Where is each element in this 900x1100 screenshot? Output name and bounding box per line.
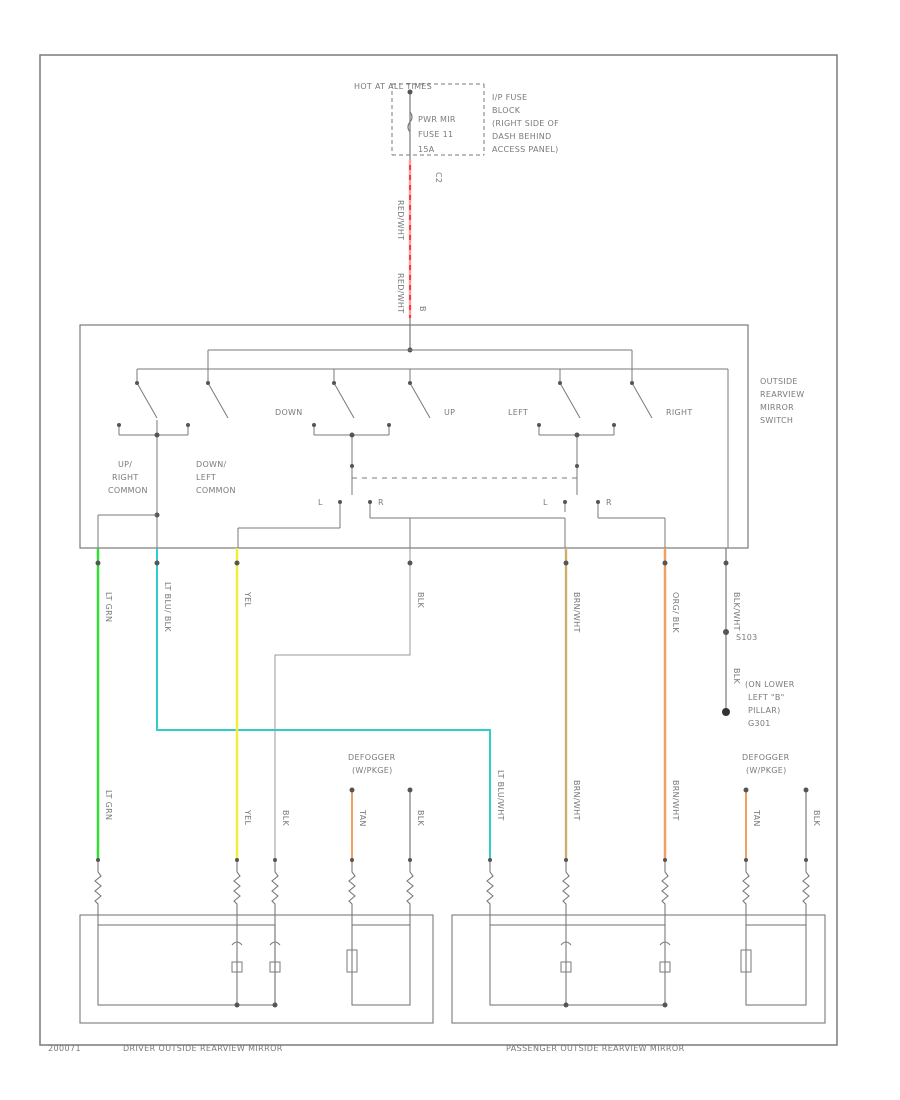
defogger-pass-2: (W/PKGE) bbox=[746, 766, 787, 775]
switch-left-label: LEFT bbox=[508, 408, 528, 417]
connector-pin-dot bbox=[96, 858, 100, 862]
connector-pin-dot bbox=[350, 858, 354, 862]
connector-pin-dot bbox=[804, 858, 808, 862]
up-right-common-2: RIGHT bbox=[112, 473, 139, 482]
ground-id: G301 bbox=[748, 719, 771, 728]
fuse-block-label-4: DASH BEHIND bbox=[492, 132, 552, 141]
wire-yel: YEL bbox=[243, 591, 252, 608]
ground-g301: S103 BLK (ON LOWER LEFT "B" PILLAR) G301 bbox=[732, 633, 795, 728]
ground-location-3: PILLAR) bbox=[748, 706, 781, 715]
fuse-block-label-3: (RIGHT SIDE OF bbox=[492, 119, 559, 128]
connector-terminal bbox=[271, 862, 279, 925]
bwire-blk3: BLK bbox=[812, 810, 821, 827]
switch-right-label: RIGHT bbox=[666, 408, 693, 417]
connector-terminal bbox=[562, 862, 570, 925]
footer: 200071 DRIVER OUTSIDE REARVIEW MIRROR PA… bbox=[48, 1044, 685, 1053]
switch-title-2: REARVIEW bbox=[760, 390, 804, 399]
connector-terminal bbox=[233, 862, 241, 925]
switch-title-4: SWITCH bbox=[760, 416, 793, 425]
connector-terminal bbox=[661, 862, 669, 925]
feed-wire-red: C2 RED/WHT RED/WHT B bbox=[396, 160, 443, 350]
passenger-mirror bbox=[451, 914, 826, 1024]
diagram-code: 200071 bbox=[48, 1044, 81, 1053]
connector-pin-dot bbox=[273, 858, 277, 862]
wire-lt-blu-blk: LT BLU/ BLK bbox=[163, 582, 172, 632]
switch-title-1: OUTSIDE bbox=[760, 377, 798, 386]
fuse-amperage: 15A bbox=[418, 145, 435, 154]
passenger-mirror-label: PASSENGER OUTSIDE REARVIEW MIRROR bbox=[506, 1044, 685, 1053]
connector-b: B bbox=[418, 306, 427, 312]
bwire-lt-grn: LT GRN bbox=[104, 790, 113, 820]
wire-org-blk: ORG/ BLK bbox=[671, 592, 680, 633]
ground-wire-label: BLK bbox=[732, 668, 741, 685]
selector-right-1: R bbox=[378, 498, 384, 507]
connector-terminal bbox=[486, 862, 494, 925]
mirror-motor-symbols bbox=[231, 941, 752, 973]
bwire-blk2: BLK bbox=[416, 810, 425, 827]
down-left-common-2: LEFT bbox=[196, 473, 216, 482]
connector-terminal bbox=[94, 862, 102, 925]
mirror-switch: DOWN UP LEFT RIGHT UP/ RIGHT COMMON DOWN… bbox=[79, 324, 804, 549]
wire-blk-wht: BLK/WHT bbox=[732, 592, 741, 631]
driver-mirror-label: DRIVER OUTSIDE REARVIEW MIRROR bbox=[123, 1044, 283, 1053]
bwire-blk: BLK bbox=[281, 810, 290, 827]
selector-left-2: L bbox=[543, 498, 548, 507]
ground-location-2: LEFT "B" bbox=[748, 693, 785, 702]
connector-pin-dot bbox=[235, 858, 239, 862]
mirror-connectors bbox=[94, 858, 810, 925]
bwire-brn: BRN/WHT bbox=[572, 780, 581, 821]
wire-blk: BLK bbox=[416, 592, 425, 609]
up-right-common-1: UP/ bbox=[118, 460, 132, 469]
connector-pin-dot bbox=[744, 858, 748, 862]
splice-s103: S103 bbox=[736, 633, 758, 642]
fuse-block: HOT AT ALL TIMES PWR MIR FUSE 11 15A I/P… bbox=[354, 82, 559, 160]
outer-frame bbox=[39, 54, 838, 1046]
defogger-driver-2: (W/PKGE) bbox=[352, 766, 393, 775]
fuse-block-label-2: BLOCK bbox=[492, 106, 521, 115]
driver-mirror bbox=[79, 914, 434, 1024]
selector-left-1: L bbox=[318, 498, 323, 507]
connector-terminal bbox=[348, 862, 356, 925]
bwire-tan: TAN bbox=[358, 809, 367, 827]
bottom-wire-labels: LT GRN YEL BLK TAN BLK LT BLU/WHT BRN/WH… bbox=[104, 770, 821, 827]
bwire-lt-blu: LT BLU/WHT bbox=[496, 770, 505, 821]
fuse-name: PWR MIR bbox=[418, 115, 456, 124]
connector-pin-dot bbox=[564, 858, 568, 862]
bwire-tan2: TAN bbox=[752, 809, 761, 827]
up-right-common-3: COMMON bbox=[108, 486, 148, 495]
connector-terminal bbox=[406, 862, 414, 925]
connector-c2: C2 bbox=[434, 172, 443, 183]
feed-wire-label-1: RED/WHT bbox=[396, 200, 405, 240]
defogger-pass-1: DEFOGGER bbox=[742, 753, 790, 762]
switch-up-label: UP bbox=[444, 408, 455, 417]
bwire-brn2: BRN/WHT bbox=[671, 780, 680, 821]
feed-wire-label-2: RED/WHT bbox=[396, 273, 405, 313]
ground-location-1: (ON LOWER bbox=[745, 680, 795, 689]
down-left-common-3: COMMON bbox=[196, 486, 236, 495]
switch-down-label: DOWN bbox=[275, 408, 303, 417]
fuse-block-label-1: I/P FUSE bbox=[492, 93, 527, 102]
mid-wire-labels: LT GRN LT BLU/ BLK YEL BLK BRN/WHT ORG/ … bbox=[104, 582, 741, 633]
connector-pin-dot bbox=[408, 858, 412, 862]
selector-right-2: R bbox=[606, 498, 612, 507]
down-left-common-1: DOWN/ bbox=[196, 460, 227, 469]
defogger-labels: DEFOGGER (W/PKGE) DEFOGGER (W/PKGE) bbox=[348, 753, 790, 775]
connector-pin-dot bbox=[663, 858, 667, 862]
connector-terminal bbox=[802, 862, 810, 925]
hot-at-label: HOT AT ALL TIMES bbox=[354, 82, 432, 91]
fuse-number: FUSE 11 bbox=[418, 130, 453, 139]
wire-brn-wht: BRN/WHT bbox=[572, 592, 581, 633]
harness-wires bbox=[96, 548, 807, 860]
connector-pin-dot bbox=[488, 858, 492, 862]
switch-title-3: MIRROR bbox=[760, 403, 794, 412]
fuse-block-label-5: ACCESS PANEL) bbox=[492, 145, 559, 154]
defogger-driver-1: DEFOGGER bbox=[348, 753, 396, 762]
wire-lt-grn: LT GRN bbox=[104, 592, 113, 622]
connector-terminal bbox=[742, 862, 750, 925]
bwire-yel: YEL bbox=[243, 809, 252, 826]
